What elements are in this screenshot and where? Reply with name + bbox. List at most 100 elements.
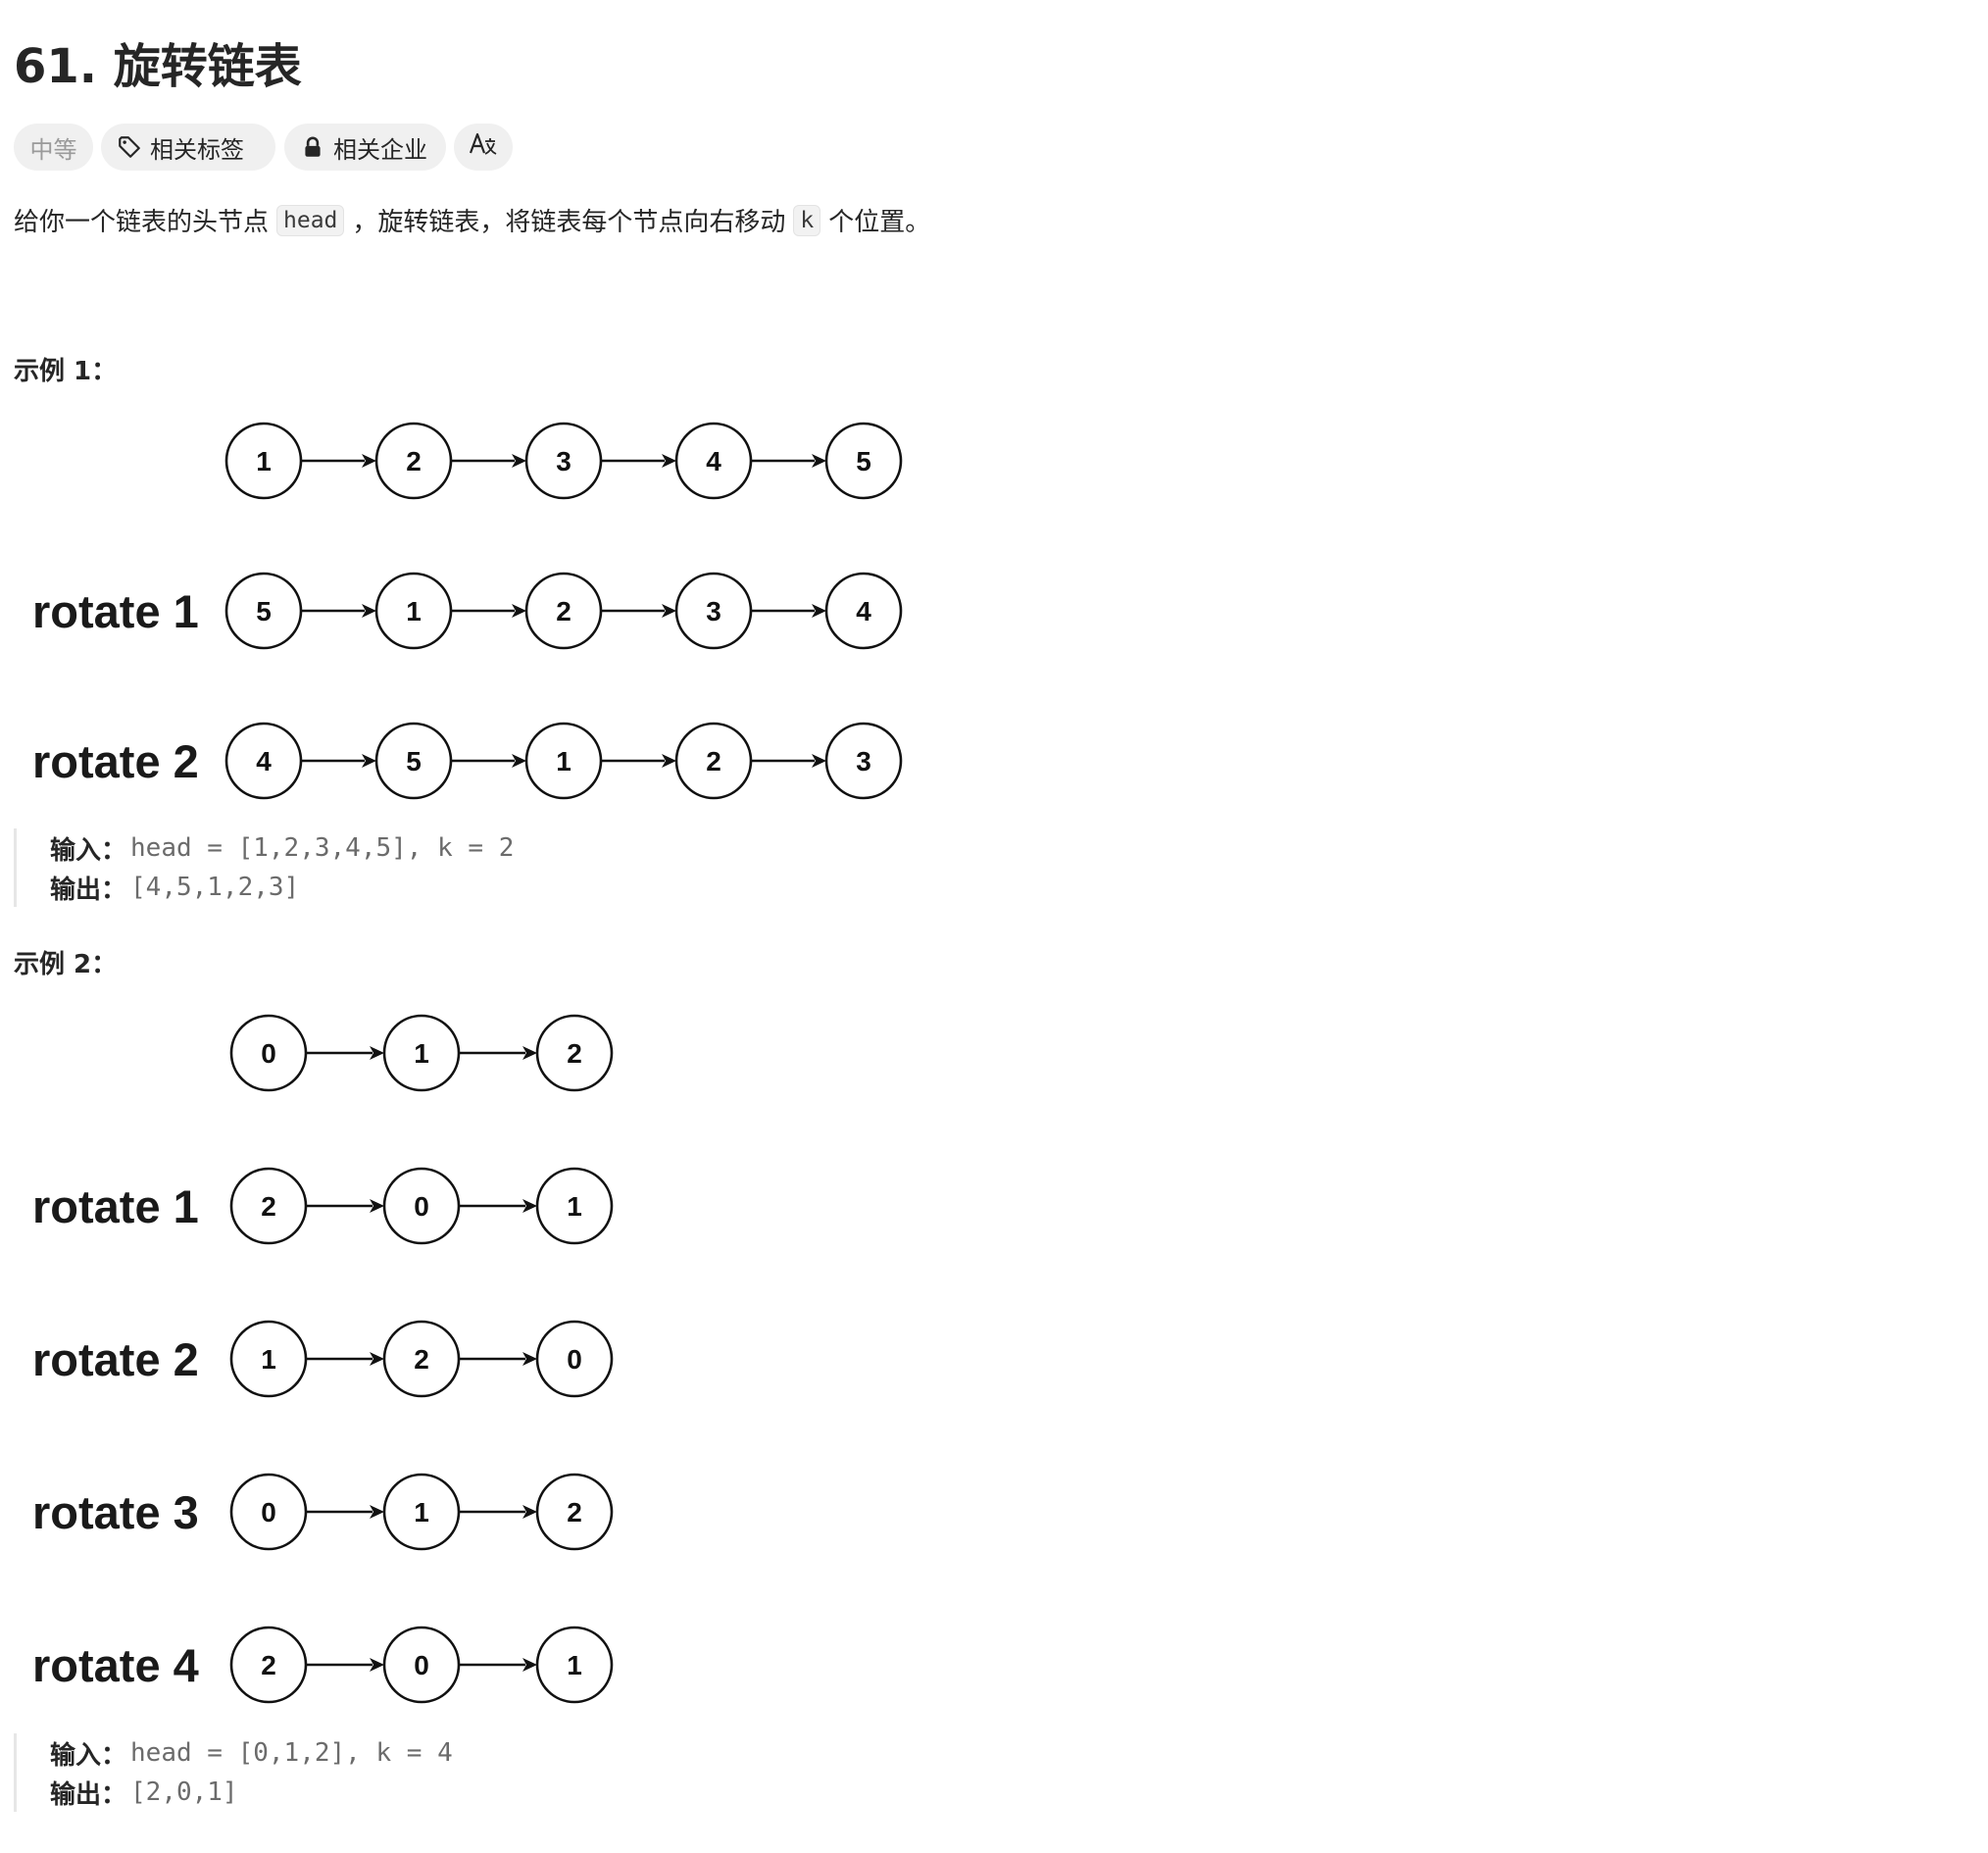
input-label: 输入：: [50, 835, 127, 866]
list-node-value: 4: [256, 746, 272, 776]
list-node-value: 1: [414, 1038, 429, 1069]
list-node-value: 2: [414, 1344, 429, 1375]
related-tags-label: 相关标签: [150, 135, 244, 164]
list-node: [224, 572, 303, 650]
list-node: [374, 572, 453, 650]
arrowhead: [812, 754, 826, 768]
arrowhead: [522, 1046, 537, 1060]
list-node-value: 0: [261, 1497, 276, 1527]
lock-icon: [300, 134, 325, 160]
problem-title: 61. 旋转链表: [14, 39, 302, 94]
example-2-rotate-4-label: rotate 4: [32, 1639, 199, 1691]
translate-icon: [469, 131, 498, 163]
arrowhead: [370, 1199, 384, 1213]
translate-button[interactable]: [454, 124, 513, 171]
description-text-1: 给你一个链表的头节点: [14, 208, 270, 237]
example-2-rotate-3-label: rotate 3: [32, 1486, 199, 1538]
arrowhead: [522, 1199, 537, 1213]
description-text-3: 个位置。: [828, 208, 931, 237]
list-node: [229, 1473, 308, 1551]
list-node-value: 3: [706, 596, 721, 626]
tag-icon: [117, 134, 142, 160]
output-label: 输出：: [50, 1779, 127, 1810]
list-node-value: 1: [414, 1497, 429, 1527]
list-node: [524, 572, 603, 650]
list-node-value: 1: [556, 746, 572, 776]
arrowhead: [812, 604, 826, 618]
example-2-io: 输入： head = [0,1,2], k = 4 输出： [2,0,1]: [14, 1733, 896, 1812]
list-node-value: 1: [261, 1344, 276, 1375]
output-value: [4,5,1,2,3]: [130, 873, 300, 902]
input-value: head = [1,2,3,4,5], k = 2: [130, 833, 515, 863]
output-label: 输出：: [50, 875, 127, 905]
related-tags-button[interactable]: 相关标签: [101, 124, 275, 171]
arrowhead: [662, 604, 676, 618]
example-2-rotate-2-label: rotate 2: [32, 1333, 199, 1385]
code-k: k: [793, 204, 821, 236]
code-head: head: [276, 204, 345, 236]
list-node: [229, 1014, 308, 1092]
list-node-value: 2: [556, 596, 572, 626]
difficulty-badge[interactable]: 中等: [14, 124, 93, 171]
example-1-rotate-2-label: rotate 2: [32, 735, 199, 787]
arrowhead: [362, 604, 376, 618]
arrowhead: [522, 1658, 537, 1672]
list-node: [229, 1626, 308, 1704]
arrowhead: [522, 1352, 537, 1366]
list-node-value: 5: [406, 746, 422, 776]
arrowhead: [370, 1658, 384, 1672]
related-companies-button[interactable]: 相关企业: [284, 124, 446, 171]
example-2-rotate-1-label: rotate 1: [32, 1180, 199, 1232]
list-node-value: 0: [261, 1038, 276, 1069]
list-node-value: 0: [567, 1344, 582, 1375]
list-node-value: 0: [414, 1650, 429, 1680]
example-1-input: 输入： head = [1,2,3,4,5], k = 2: [50, 828, 896, 868]
input-value: head = [0,1,2], k = 4: [130, 1738, 453, 1768]
list-node: [535, 1167, 614, 1245]
list-node: [535, 1473, 614, 1551]
list-node-value: 2: [261, 1650, 276, 1680]
problem-description: 给你一个链表的头节点 head ，旋转链表，将链表每个节点向右移动 k 个位置。: [14, 202, 930, 238]
arrowhead: [512, 604, 526, 618]
list-node-value: 2: [567, 1038, 582, 1069]
list-node: [824, 422, 903, 500]
arrowhead: [370, 1352, 384, 1366]
example-1-heading: 示例 1：: [14, 357, 118, 386]
list-node: [674, 722, 753, 800]
list-node: [382, 1473, 461, 1551]
list-node: [824, 572, 903, 650]
list-node: [224, 722, 303, 800]
related-companies-label: 相关企业: [333, 135, 427, 164]
arrowhead: [662, 754, 676, 768]
list-node-value: 5: [856, 446, 871, 476]
description-text-2: ，旋转链表，将链表每个节点向右移动: [352, 208, 786, 237]
arrowhead: [662, 454, 676, 468]
list-node: [374, 422, 453, 500]
list-node-value: 1: [567, 1650, 582, 1680]
output-value: [2,0,1]: [130, 1778, 238, 1807]
list-node-value: 3: [856, 746, 871, 776]
list-node-value: 1: [406, 596, 422, 626]
list-node: [229, 1320, 308, 1398]
list-node: [229, 1167, 308, 1245]
list-node: [382, 1626, 461, 1704]
list-node: [535, 1014, 614, 1092]
list-node: [524, 422, 603, 500]
arrowhead: [512, 454, 526, 468]
list-node: [382, 1167, 461, 1245]
linked-list-row: 2 0 1: [229, 1626, 614, 1704]
input-label: 输入：: [50, 1740, 127, 1771]
list-node-value: 2: [706, 746, 721, 776]
example-1-rotate-1-label: rotate 1: [32, 585, 199, 637]
arrowhead: [522, 1505, 537, 1519]
linked-list-row: 1 2 0: [229, 1320, 614, 1398]
list-node-value: 5: [256, 596, 272, 626]
linked-list-row: 4 5 1 2 3: [224, 722, 903, 800]
arrowhead: [362, 754, 376, 768]
list-node: [535, 1626, 614, 1704]
list-node: [674, 572, 753, 650]
